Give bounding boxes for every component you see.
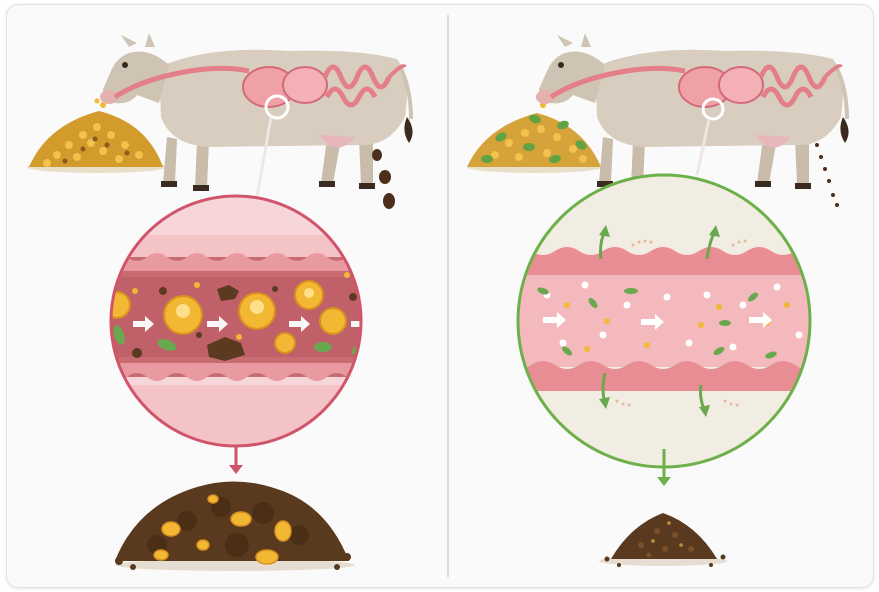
falling-manure-icon: [372, 149, 395, 209]
arrow-down-icon: [229, 447, 243, 474]
left-panel: [27, 33, 413, 571]
right-panel: [467, 33, 849, 567]
manure-pile-with-undigested-grain-icon: [115, 481, 355, 571]
grain-and-leaf-pile-icon: [467, 97, 603, 174]
figure-card: [6, 4, 874, 588]
intestine-closeup-icon: [507, 175, 827, 467]
intestine-closeup-icon: [104, 196, 372, 455]
falling-manure-icon: [815, 143, 839, 207]
grain-pile-icon: [27, 94, 167, 173]
comparison-illustration: [7, 5, 873, 587]
small-manure-pile-icon: [599, 513, 727, 567]
